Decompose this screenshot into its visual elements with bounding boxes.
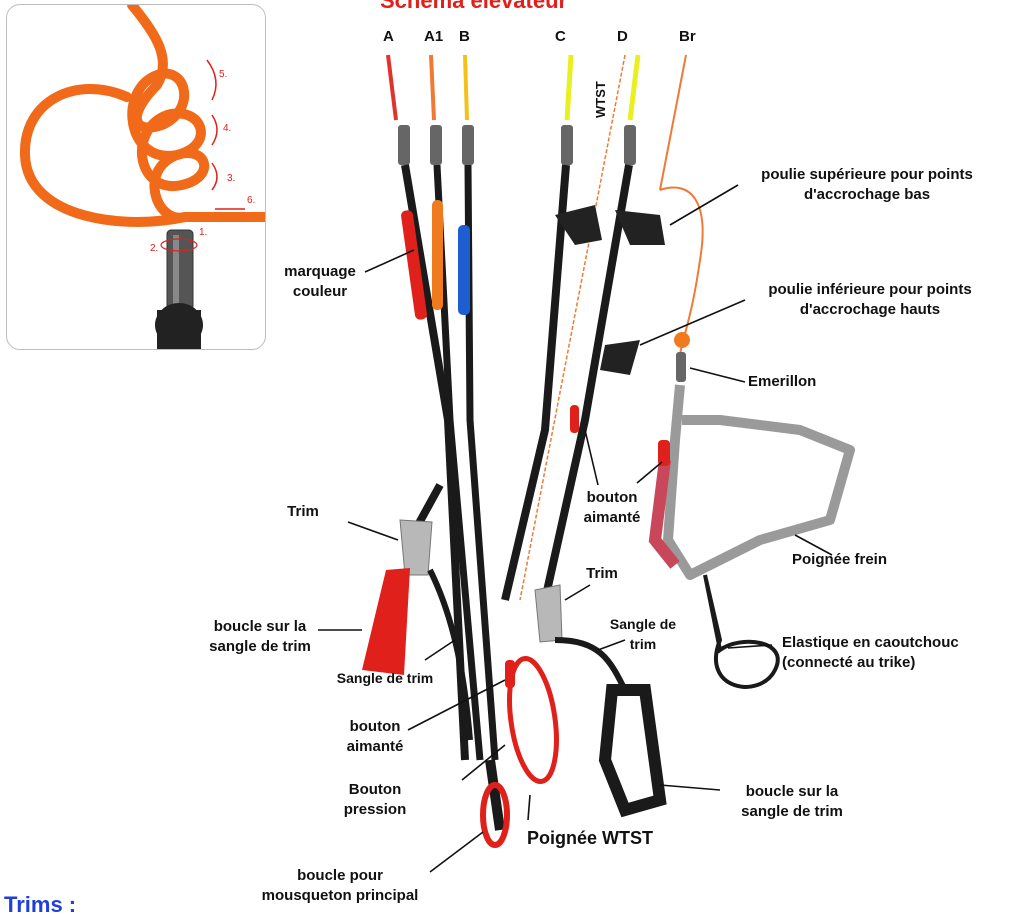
elastic-cord bbox=[705, 575, 778, 687]
riser-bottom-webbing bbox=[490, 760, 500, 830]
magnet-button-brake bbox=[658, 440, 670, 466]
label-sangle-trim-left: Sangle de trim bbox=[300, 668, 470, 688]
label-boucle-mousqueton: boucle pour mousqueton principal bbox=[240, 866, 440, 906]
sleeve-blue bbox=[458, 225, 470, 315]
line-d bbox=[630, 55, 638, 120]
label-sangle-trim-mid: Sangle de trim bbox=[598, 614, 688, 654]
brake-handle bbox=[668, 385, 850, 575]
line-a bbox=[388, 55, 396, 120]
arrow-bouton-aimante-top bbox=[585, 430, 598, 485]
label-bouton-aimante-bottom: bouton aimanté bbox=[330, 717, 420, 757]
label-marquage-couleur: marquage couleur bbox=[270, 262, 370, 302]
label-poulie-inferieure: poulie inférieure pour points d'accrocha… bbox=[730, 280, 1010, 320]
label-elastique: Elastique en caoutchouc (connecté au tri… bbox=[782, 633, 1002, 673]
maillon-c bbox=[561, 125, 573, 165]
trim-left-strap bbox=[418, 485, 440, 525]
sleeve-orange bbox=[432, 200, 443, 310]
trims-heading: Trims : bbox=[4, 892, 76, 918]
pulley-upper bbox=[615, 210, 665, 245]
maillon-b bbox=[462, 125, 474, 165]
arrow-boucle-trim-right bbox=[660, 785, 720, 790]
pulley-lower bbox=[600, 340, 640, 375]
label-boucle-trim-right: boucle sur la sangle de trim bbox=[722, 782, 862, 822]
trim-right-loop bbox=[605, 690, 660, 810]
line-a1 bbox=[431, 55, 434, 120]
maillon-d bbox=[624, 125, 636, 165]
arrow-trim-mid bbox=[565, 585, 590, 600]
label-bouton-pression: Bouton pression bbox=[325, 780, 425, 820]
label-poignee-frein: Poignée frein bbox=[792, 550, 932, 570]
maillon-a bbox=[398, 125, 410, 165]
brake-knot bbox=[674, 332, 690, 348]
wtst-line-label: WTST bbox=[593, 81, 608, 118]
label-trim-left: Trim bbox=[268, 502, 338, 522]
arrow-sangle-trim-left bbox=[425, 640, 455, 660]
trim-left-red-loop bbox=[362, 568, 410, 675]
line-c bbox=[567, 55, 571, 120]
arrow-poignee-wtst bbox=[528, 795, 530, 820]
label-emerillon: Emerillon bbox=[748, 372, 868, 392]
label-poignee-wtst: Poignée WTST bbox=[510, 828, 670, 848]
arrow-trim-left bbox=[348, 522, 398, 540]
line-b bbox=[465, 55, 467, 120]
magnet-button-top bbox=[570, 405, 579, 433]
trim-left-buckle bbox=[400, 520, 432, 575]
arrow-marquage bbox=[365, 250, 414, 272]
arrow-emerillon bbox=[690, 368, 745, 382]
maillon-a1 bbox=[430, 125, 442, 165]
line-br bbox=[660, 55, 686, 190]
label-boucle-trim-left: boucle sur la sangle de trim bbox=[190, 617, 330, 657]
magnet-button-bottom bbox=[505, 660, 515, 688]
swivel bbox=[676, 352, 686, 382]
label-poulie-superieure: poulie supérieure pour points d'accrocha… bbox=[727, 165, 1007, 205]
label-trim-mid: Trim bbox=[572, 564, 632, 584]
label-bouton-aimante-top: bouton aimanté bbox=[562, 488, 662, 528]
trim-mid-buckle bbox=[535, 585, 562, 642]
